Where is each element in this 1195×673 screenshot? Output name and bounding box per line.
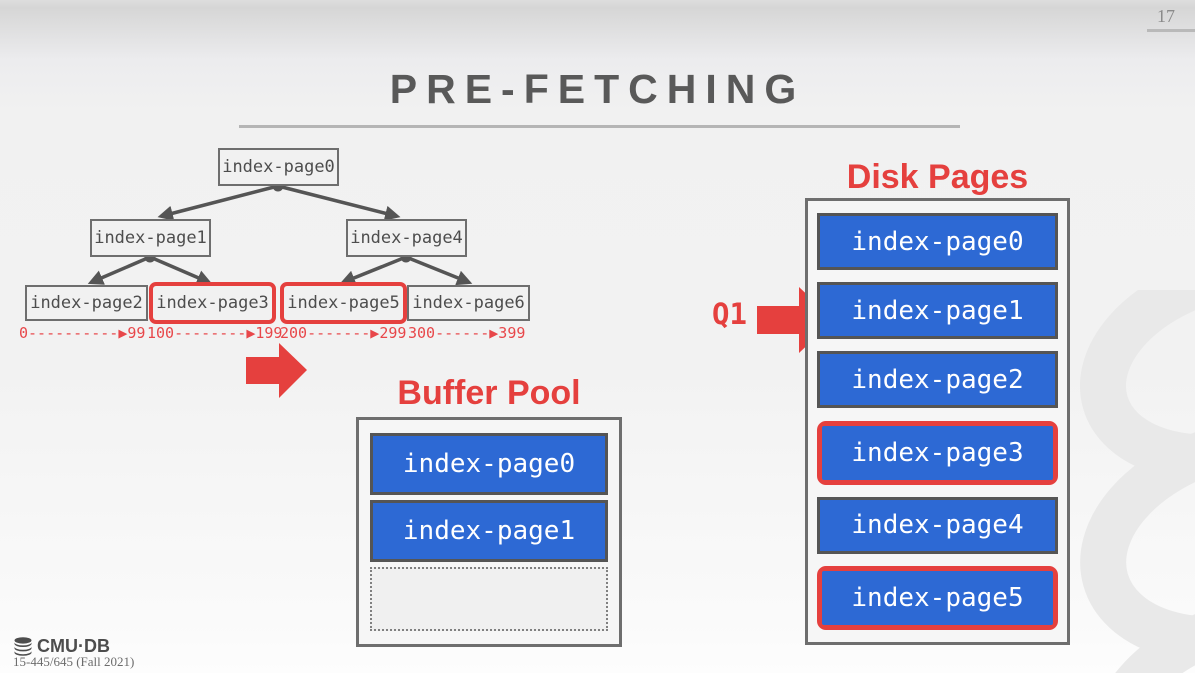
disk-page-slot-highlighted: index-page5 <box>817 565 1058 630</box>
buffer-pool-empty-slot <box>370 567 608 631</box>
disk-page-label: index-page0 <box>851 226 1024 257</box>
database-icon <box>14 636 32 656</box>
spiral-watermark-icon <box>1079 290 1195 673</box>
buffer-pool-page: index-page1 <box>370 500 608 562</box>
tree-leaf-index-page2: index-page2 <box>25 285 148 321</box>
disk-page-slot: index-page4 <box>817 496 1058 554</box>
tree-node-index-page4: index-page4 <box>346 219 467 257</box>
disk-page-slot: index-page3 <box>822 425 1053 480</box>
prefetch-arrow-icon <box>246 343 307 398</box>
course-label: 15-445/645 (Fall 2021) <box>13 654 135 669</box>
disk-page-label: index-page4 <box>851 510 1024 541</box>
disk-page-label: index-page3 <box>851 437 1024 468</box>
title-underline <box>239 125 960 128</box>
buffer-pool-page: index-page0 <box>370 433 608 495</box>
buffer-pool-title: Buffer Pool <box>397 374 581 412</box>
tree-leaf-index-page5-highlighted: index-page5 <box>280 282 407 324</box>
cmu-db-logo: CMU·DB <box>12 636 110 657</box>
disk-page-label: index-page5 <box>851 582 1024 613</box>
key-range-label: 200-------▶299 <box>280 324 407 342</box>
logo-text: CMU·DB <box>37 636 110 656</box>
slide-title: PRE-FETCHING <box>389 66 806 112</box>
page-number-underline <box>1147 29 1195 32</box>
tree-leaf-index-page3-highlighted: index-page3 <box>149 282 276 324</box>
key-range-label: 300------▶399 <box>408 324 526 342</box>
disk-page-label: index-page2 <box>851 364 1024 395</box>
tree-leaf-index-page6: index-page6 <box>407 285 530 321</box>
disk-page-slot: index-page5 <box>822 570 1053 625</box>
key-range-label: 0----------▶99 <box>19 324 146 342</box>
disk-page-slot-highlighted: index-page3 <box>817 420 1058 485</box>
buffer-pool-container: index-page0 index-page1 <box>356 417 622 647</box>
query-label: Q1 <box>712 297 747 331</box>
disk-pages-title: Disk Pages <box>846 158 1029 196</box>
tree-node-index-page0: index-page0 <box>218 148 339 186</box>
disk-page-slot: index-page0 <box>817 213 1058 270</box>
disk-pages-container: index-page0 index-page1 index-page2 inde… <box>805 198 1070 645</box>
disk-page-slot: index-page1 <box>817 282 1058 340</box>
disk-page-slot: index-page2 <box>817 351 1058 409</box>
buffer-pool-page-label: index-page1 <box>402 516 576 546</box>
buffer-pool-page-label: index-page0 <box>402 449 576 479</box>
key-range-label: 100--------▶199 <box>147 324 283 342</box>
page-number: 17 <box>1157 6 1175 26</box>
tree-arrows <box>87 180 473 286</box>
tree-node-index-page1: index-page1 <box>90 219 211 257</box>
disk-page-label: index-page1 <box>851 295 1024 326</box>
